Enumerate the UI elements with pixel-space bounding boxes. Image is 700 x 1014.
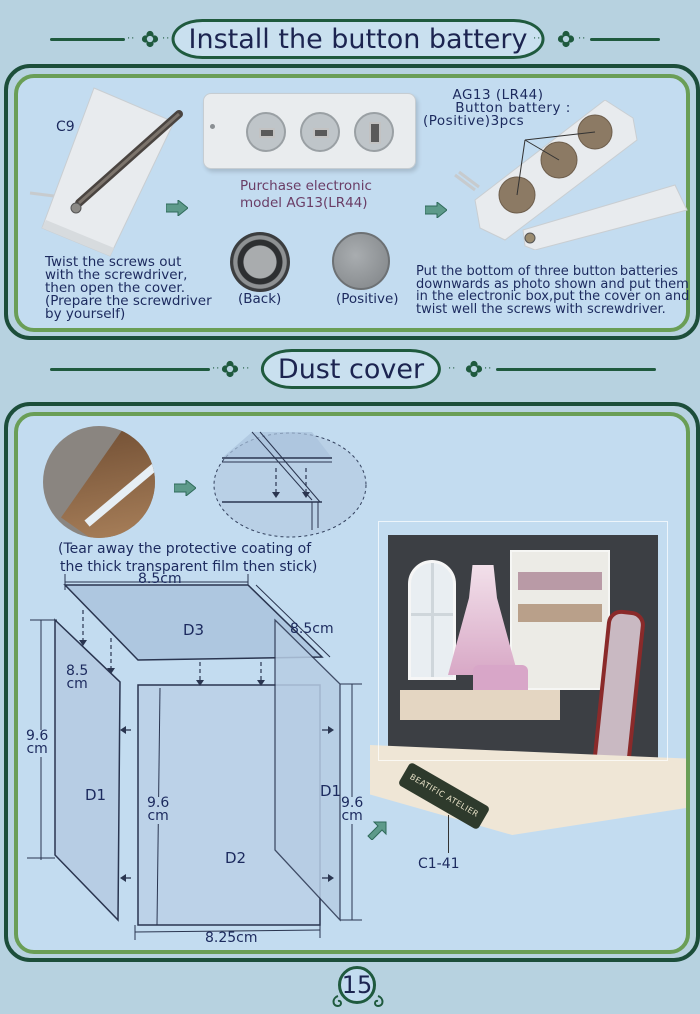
- corner-detail-diagram: [213, 431, 367, 538]
- dim-left-height: 9.6 cm: [26, 728, 49, 758]
- arrow-right-icon: [425, 202, 447, 218]
- acrylic-cover: [378, 521, 668, 761]
- table: [400, 690, 560, 720]
- panel-label-d2: D2: [225, 849, 247, 867]
- step2-line: Put the bottom of three button batteries: [416, 264, 679, 279]
- purchase-note: Purchase electronic model AG13(LR44): [240, 178, 372, 212]
- arrow-diagonal-icon: [367, 821, 387, 840]
- empty-battery-compartment-image: [203, 93, 416, 169]
- battery-slot: [354, 112, 394, 152]
- dim-value: 8.5: [66, 663, 89, 679]
- header-rule-left: [50, 368, 210, 371]
- step2-line: twist well the screws with screwdriver.: [416, 301, 666, 317]
- panel-label-d1-right: D1: [320, 782, 342, 800]
- tear-line: the thick transparent film then stick): [60, 559, 318, 575]
- header-dots: ··: [533, 33, 542, 45]
- header-dots: ··: [242, 363, 251, 375]
- header-rule-right: [590, 38, 660, 41]
- dim-top-depth: 8.5cm: [290, 621, 334, 637]
- dim-right-height: 9.6 cm: [341, 795, 364, 825]
- callout-line: AG13 (LR44): [452, 87, 544, 103]
- purchase-line: model AG13(LR44): [240, 195, 368, 211]
- frame-border-outer: [4, 64, 700, 340]
- step1-line: by yourself): [45, 306, 126, 322]
- arrow-right-icon: [174, 480, 196, 496]
- header-dots: ··: [212, 363, 221, 375]
- header-dots: ··: [162, 33, 171, 45]
- dim-front-height: 9.6 cm: [147, 795, 170, 825]
- step1-instructions: Twist the screws out with the screwdrive…: [45, 254, 212, 322]
- window: [408, 560, 456, 680]
- dim-top-width: 8.5cm: [138, 571, 182, 587]
- battery-positive-image: [332, 232, 390, 290]
- section-header-battery: ·· ·· Install the button battery ·· ··: [0, 14, 700, 64]
- peeling-film-image: [43, 426, 155, 538]
- section-title-battery: Install the button battery: [171, 19, 545, 59]
- header-rule-left: [50, 38, 125, 41]
- flower-icon: [221, 360, 239, 378]
- callout-line: Button battery :: [455, 100, 571, 116]
- section-header-dust-cover: ·· ·· Dust cover ·· ··: [0, 344, 700, 394]
- section-title-dust-cover: Dust cover: [260, 349, 442, 389]
- step1-line: then open the cover.: [45, 280, 186, 296]
- panel-label-d1-left: D1: [85, 786, 107, 804]
- step2-line: downwards as photo shown and put them: [416, 276, 689, 292]
- tear-line: (Tear away the protective coating of: [58, 541, 312, 557]
- dust-cover-exploded-diagram: [27, 574, 362, 940]
- dim-value: 9.6: [341, 795, 364, 811]
- battery-back-image: [230, 232, 290, 292]
- battery-callout: AG13 (LR44) Button battery : (Positive)3…: [423, 87, 573, 129]
- filled-battery-box-image: [454, 100, 688, 250]
- dim-unit: cm: [341, 808, 363, 825]
- flower-icon: [557, 30, 575, 48]
- dim-front-width: 8.25cm: [205, 930, 258, 946]
- step2-instructions: Put the bottom of three button batteries…: [416, 264, 690, 317]
- step2-line: in the electronic box,put the cover on a…: [416, 289, 690, 304]
- c9-box-with-screwdriver-image: [29, 87, 183, 257]
- battery-back-label: (Back): [238, 291, 282, 307]
- header-dots: ··: [448, 363, 457, 375]
- panel-label-d3: D3: [183, 621, 205, 639]
- step1-line: Twist the screws out: [45, 254, 182, 270]
- flower-icon: [141, 30, 159, 48]
- battery-positive-label: (Positive): [336, 291, 399, 307]
- dim-unit: cm: [26, 741, 48, 758]
- battery-slot: [246, 112, 286, 152]
- dim-value: 9.6: [26, 728, 49, 744]
- flower-icon: [465, 360, 483, 378]
- step1-line: (Prepare the screwdriver: [45, 293, 212, 309]
- header-dots: ··: [578, 33, 587, 45]
- screw-hole: [210, 124, 215, 129]
- finished-model-photo: BEATIFIC ATELIER: [368, 515, 688, 875]
- dim-unit: cm: [147, 808, 169, 825]
- tear-away-instructions: (Tear away the protective coating of the…: [58, 540, 317, 576]
- model-label-c1-41: C1-41: [418, 856, 460, 872]
- part-label-c9: C9: [56, 119, 75, 135]
- header-dots: ··: [484, 363, 493, 375]
- dim-unit: cm: [66, 676, 88, 693]
- header-rule-right: [496, 368, 656, 371]
- battery-slot: [300, 112, 340, 152]
- arrow-right-icon: [166, 200, 188, 216]
- header-dots: ··: [127, 33, 136, 45]
- dim-side-depth: 8.5 cm: [66, 663, 89, 693]
- step1-line: with the screwdriver,: [45, 267, 188, 283]
- page-number-flourish: [332, 995, 384, 1008]
- page-number: 15: [338, 966, 376, 1004]
- frame-border-outer: [4, 402, 700, 962]
- purchase-line: Purchase electronic: [240, 178, 372, 194]
- dim-value: 9.6: [147, 795, 170, 811]
- callout-line: [448, 815, 449, 853]
- callout-line: (Positive)3pcs: [423, 113, 525, 129]
